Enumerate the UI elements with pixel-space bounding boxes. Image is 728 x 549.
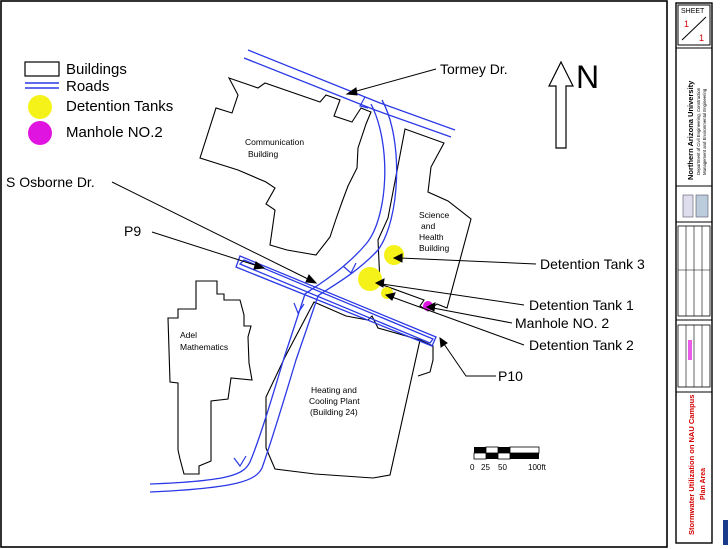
science-building-outline: [377, 128, 472, 312]
heating-label-3: (Building 24): [310, 407, 358, 417]
legend-manhole-label: Manhole NO.2: [66, 124, 163, 141]
adel-mathematics-outline: [167, 280, 253, 475]
science-label-4: Building: [419, 243, 450, 253]
p9-leader-arrow: [253, 261, 266, 270]
tormey-label: Tormey Dr.: [440, 61, 508, 77]
department-line-1: Department of Civil Engineering, Constru…: [696, 87, 701, 175]
tank2-label: Detention Tank 2: [529, 337, 634, 353]
tank1-leader: [381, 283, 525, 306]
communication-building-outline: [199, 77, 372, 256]
north-arrow-icon: [548, 60, 574, 149]
scale-tick-100ft: 100ft: [528, 463, 547, 472]
university-seal-icon: [695, 194, 709, 218]
manhole-leader: [432, 307, 513, 324]
heating-label-2: Cooling Plant: [309, 396, 360, 406]
sheet-number: 1: [684, 19, 689, 29]
adel-label-1: Adel: [180, 330, 197, 340]
tank3-leader-arrow: [392, 253, 403, 263]
scale-seg-7: [497, 452, 511, 460]
main-road-edge-east: [149, 99, 398, 493]
osborne-leader-arrow: [305, 274, 318, 284]
legend-buildings-label: Buildings: [66, 61, 127, 78]
legend-roads-label: Roads: [66, 78, 109, 95]
corner-marker: [723, 520, 728, 545]
scale-seg-5: [473, 452, 487, 460]
scale-seg-6: [486, 453, 498, 459]
communication-label-1: Communication: [245, 137, 304, 147]
scale-seg-3: [498, 447, 510, 453]
sheet-box: [677, 4, 711, 46]
heating-label-1: Heating and: [311, 385, 357, 395]
heating-cooling-plant-outline: [265, 301, 421, 479]
north-label: N: [576, 59, 599, 95]
manhole2-label: Manhole NO. 2: [515, 315, 609, 331]
science-label-3: Health: [419, 232, 444, 242]
tormey-leader-arrow: [345, 87, 358, 96]
scale-tick-25: 25: [481, 463, 490, 472]
leader-lines: [111, 68, 537, 377]
sheet-divider: [681, 16, 707, 41]
north-arrow: N: [548, 59, 599, 149]
scale-tick-50: 50: [498, 463, 507, 472]
sheet-total: 1: [699, 33, 704, 43]
legend-tanks-label: Detention Tanks: [66, 98, 173, 115]
scale-bar: 0 25 50 100ft: [470, 446, 547, 472]
plan-subtitle: Plan Area: [700, 468, 707, 500]
scale-seg-1: [474, 447, 486, 453]
tank1-label: Detention Tank 1: [529, 297, 634, 313]
tank2-leader-arrow: [384, 292, 396, 301]
science-label-1: Science: [419, 210, 450, 220]
p10-leader-arrow: [439, 336, 448, 348]
roads: [149, 49, 456, 493]
p10-leader: [443, 343, 496, 377]
osborne-label: S Osborne Dr.: [6, 174, 95, 190]
sheet-label: SHEET: [681, 8, 705, 15]
road-arrow-upper: [342, 262, 357, 274]
legend-tank-swatch: [28, 95, 52, 119]
university-name: Northern Arizona University: [686, 80, 695, 180]
road-arrow-mid: [293, 302, 305, 315]
scale-tick-0: 0: [470, 463, 475, 472]
building-labels: Communication Building Science and Healt…: [180, 137, 450, 417]
department-line-2: Management and Environmental Engineering: [702, 88, 707, 175]
scale-seg-2: [485, 446, 499, 454]
project-title: Stormwater Utilization on NAU Campus: [687, 395, 696, 535]
communication-label-2: Building: [248, 149, 279, 159]
map-labels: Tormey Dr. S Osborne Dr. P9 Detention Ta…: [6, 61, 645, 384]
tank3-leader: [399, 257, 537, 265]
university-logo-text: [682, 194, 694, 218]
adel-label-2: Mathematics: [180, 342, 228, 352]
science-label-2: and: [421, 221, 435, 231]
scale-seg-8: [510, 453, 539, 459]
road-arrow-top: [359, 96, 369, 109]
tormey-leader: [352, 68, 437, 93]
tank3-label: Detention Tank 3: [540, 256, 645, 272]
tormey-road-edge-south: [243, 57, 452, 138]
p9-leader: [151, 231, 259, 267]
legend: Buildings Roads Detention Tanks Manhole …: [24, 61, 173, 145]
title-block: SHEET 1 1 Northern Arizona University De…: [675, 2, 713, 544]
road-arrow-lower: [233, 455, 247, 468]
detention-tank-1: [358, 267, 382, 291]
legend-manhole-swatch: [28, 121, 52, 145]
drawn-by-marker: [688, 340, 692, 360]
osborne-road-outer: [235, 255, 437, 347]
manhole-leader-arrow: [425, 302, 436, 312]
p9-label: P9: [124, 223, 141, 239]
legend-building-swatch: [24, 61, 60, 77]
osborne-road-inner: [238, 259, 435, 344]
p10-label: P10: [498, 368, 523, 384]
scale-seg-4: [509, 446, 540, 454]
road-arrows: [233, 96, 369, 468]
tormey-road-edge-north: [247, 49, 456, 131]
osborne-leader: [111, 181, 311, 281]
tank1-leader-arrow: [374, 278, 385, 288]
main-road-edge-west: [149, 103, 386, 485]
tank2-leader: [391, 296, 525, 346]
